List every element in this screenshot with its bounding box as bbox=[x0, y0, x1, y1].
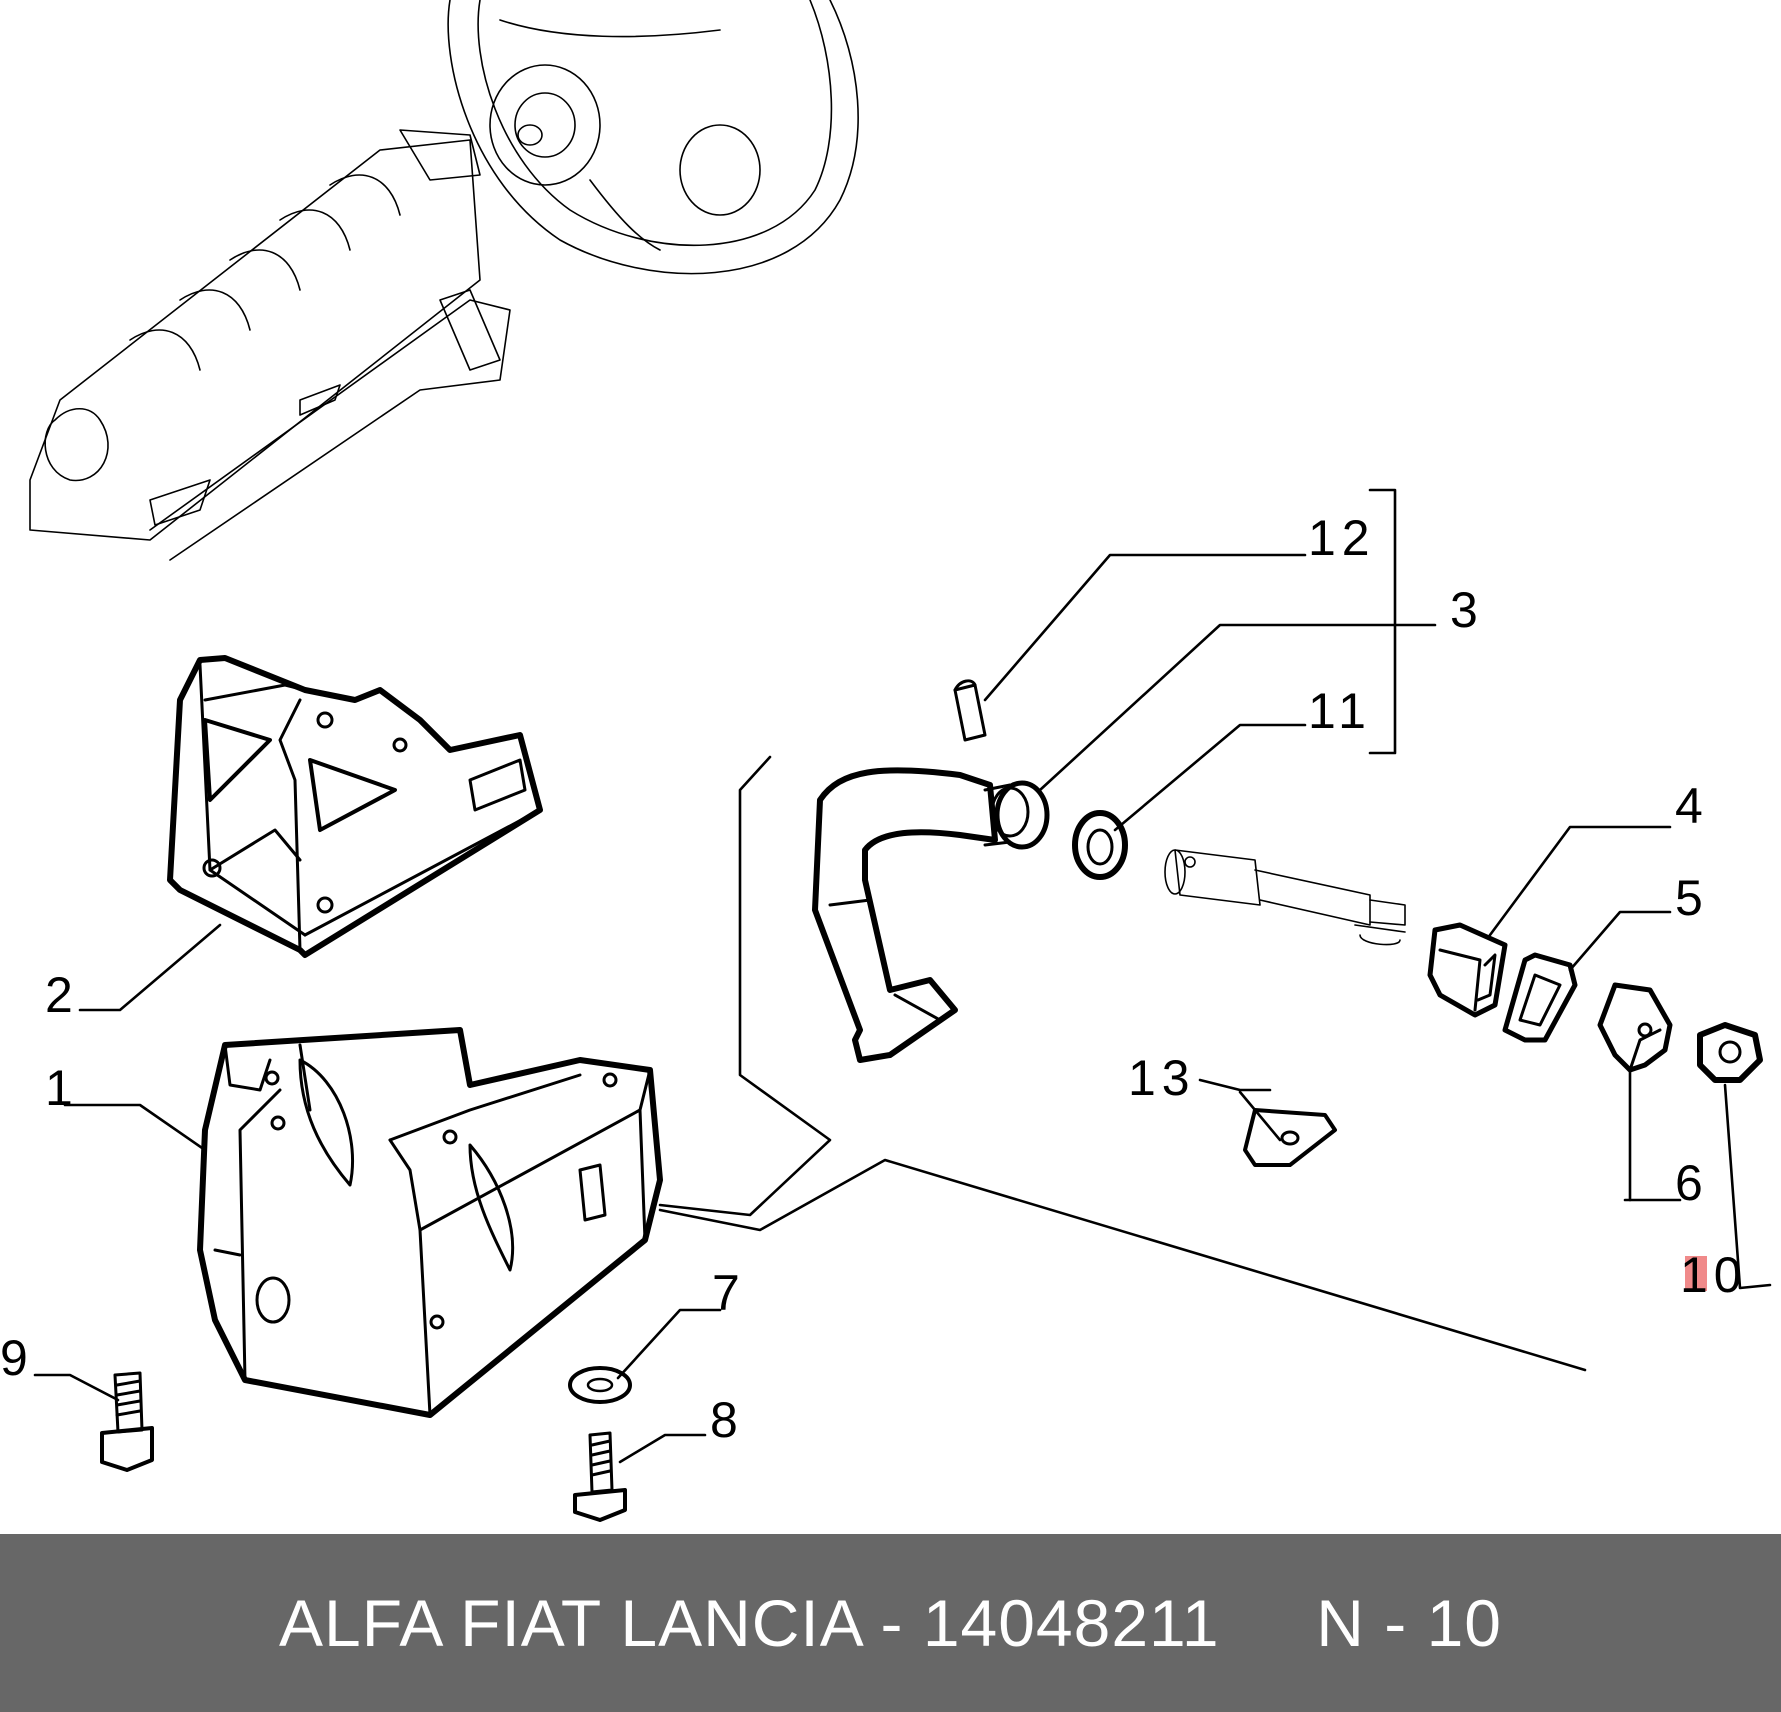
part-8-bolt bbox=[573, 1431, 627, 1522]
part-7-washer bbox=[568, 1366, 632, 1404]
part-12-pin bbox=[953, 679, 987, 742]
part-11-washer bbox=[1072, 810, 1128, 880]
callout-8: 8 bbox=[710, 1392, 744, 1448]
callout-6: 6 bbox=[1675, 1155, 1709, 1211]
part-6-clip bbox=[1597, 982, 1673, 1073]
part-9-bolt bbox=[100, 1371, 154, 1472]
callout-13: 13 bbox=[1128, 1050, 1196, 1106]
part-number: 14048211 bbox=[922, 1586, 1220, 1660]
callout-4: 4 bbox=[1675, 778, 1709, 834]
callout-2: 2 bbox=[45, 967, 79, 1023]
parts-diagram: 12 3 11 4 5 6 10 13 2 1 7 8 9 bbox=[0, 0, 1772, 1522]
callout-labels: 12 3 11 4 5 6 10 13 2 1 7 8 9 bbox=[0, 510, 1748, 1448]
footer-bar: ALFA FIAT LANCIA - 14048211 N - 10 bbox=[0, 1534, 1781, 1712]
part-10-nut bbox=[1697, 1022, 1763, 1083]
separator: - bbox=[880, 1586, 904, 1660]
part-4-block bbox=[1427, 922, 1508, 1018]
brand-names: ALFA FIAT LANCIA bbox=[279, 1586, 862, 1660]
callout-12: 12 bbox=[1308, 510, 1376, 566]
leader-lines bbox=[33, 488, 1772, 1464]
part-5-pad bbox=[1502, 952, 1578, 1043]
callout-11: 11 bbox=[1308, 683, 1372, 739]
callout-10: 10 bbox=[1680, 1247, 1748, 1303]
part-3-lever bbox=[812, 767, 1050, 1063]
steering-column-context bbox=[29, 0, 859, 561]
part-2-bracket bbox=[167, 655, 543, 958]
callout-10-highlight bbox=[1685, 1256, 1707, 1291]
part-13-plate bbox=[1243, 1108, 1337, 1167]
footer-caption: ALFA FIAT LANCIA - 14048211 N - 10 bbox=[279, 1585, 1502, 1661]
callout-1: 1 bbox=[45, 1060, 79, 1116]
callout-3: 3 bbox=[1450, 582, 1484, 638]
position-label: N - 10 bbox=[1316, 1586, 1502, 1660]
shaft-context bbox=[1164, 849, 1406, 946]
callout-7: 7 bbox=[712, 1265, 746, 1321]
part-1-bracket bbox=[197, 1027, 663, 1418]
callout-5: 5 bbox=[1675, 870, 1709, 926]
callout-9: 9 bbox=[0, 1330, 34, 1386]
